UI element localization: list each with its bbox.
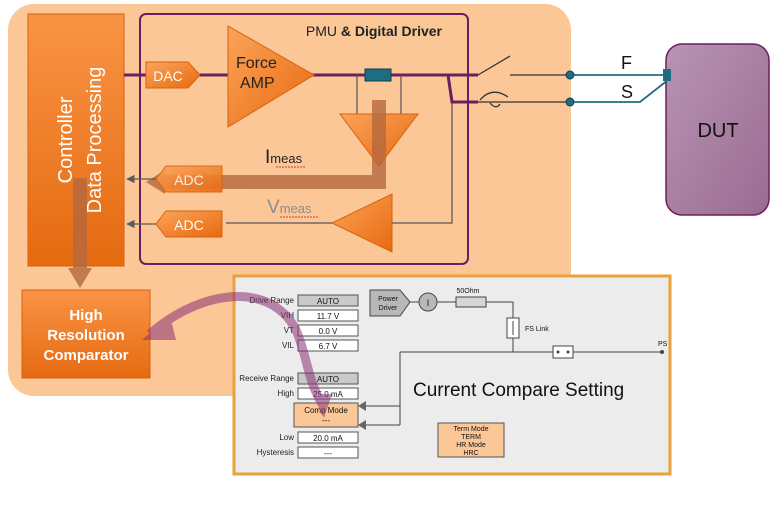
low-label: Low [279, 433, 294, 442]
adc-current-block: ADC [155, 165, 223, 193]
sense-label: S [621, 82, 633, 102]
force-amp-line1: Force [236, 55, 277, 72]
dut-block: DUT [663, 43, 770, 216]
panel-schematic: Power Driver I 50Ohm FS Link PS Current … [358, 288, 668, 458]
hr-mode-line1: HR Mode [456, 442, 486, 449]
term-mode-line2: TERM [461, 434, 481, 441]
power-driver-line2: Driver [379, 305, 398, 312]
hrc-line2: Resolution [47, 327, 125, 344]
drive-range-value: AUTO [317, 297, 339, 306]
dut-label: DUT [697, 120, 738, 142]
dac-block: DAC [145, 61, 201, 89]
adc-voltage-label: ADC [174, 217, 204, 233]
term-mode-line1: Term Mode [453, 426, 488, 433]
ps-terminal [660, 350, 664, 354]
power-driver-line1: Power [378, 296, 399, 303]
vil-label: VIL [282, 341, 295, 350]
high-label: High [278, 389, 294, 398]
receive-range-value: AUTO [317, 375, 339, 384]
hr-mode-line2: HRC [463, 450, 478, 457]
receive-range-label: Receive Range [239, 374, 294, 383]
hrc-to-comp-mode-arrow [142, 292, 332, 418]
controller-label: Controller [55, 96, 77, 183]
receive-range-field[interactable] [297, 372, 359, 385]
force-amp: Force AMP [227, 25, 315, 128]
vih-field[interactable] [297, 309, 359, 322]
force-label: F [621, 53, 632, 73]
ps-label: PS [658, 341, 668, 348]
data-processing-label: Data Processing [84, 67, 106, 214]
vmeas-sense-line [392, 102, 453, 224]
vmeas-label: Vmeas [267, 197, 312, 218]
term-mode-box[interactable] [437, 422, 505, 458]
low-field[interactable] [297, 431, 359, 444]
sense-path [446, 74, 570, 108]
adc-voltage-block: ADC [155, 210, 223, 238]
adc-current-label: ADC [174, 172, 204, 188]
pmu-frame [139, 13, 469, 265]
hysteresis-label: Hysteresis [257, 448, 294, 457]
vil-value: 6.7 V [319, 342, 338, 351]
comp-mode-value: --- [322, 416, 330, 425]
power-driver-shape [369, 289, 411, 317]
hysteresis-field[interactable] [297, 446, 359, 459]
panel-title: Current Compare Setting [413, 380, 624, 401]
sense-wire [574, 79, 669, 103]
ps-switch[interactable] [552, 345, 574, 359]
force-terminal [565, 70, 575, 80]
current-source-symbol: I [427, 298, 430, 308]
dac-label: DAC [153, 68, 183, 84]
vih-value: 11.7 V [317, 312, 340, 321]
imeas-label: Imeas [265, 147, 303, 168]
force-switch [477, 55, 570, 76]
resistor-50ohm [455, 296, 487, 308]
controller-to-hrc-arrow [68, 178, 92, 288]
hrc-block: High Resolution Comparator [21, 289, 151, 379]
hrc-line1: High [69, 307, 102, 324]
resistor-label: 50Ohm [457, 288, 480, 295]
hysteresis-value: --- [324, 449, 332, 458]
vt-label: VT [284, 326, 294, 335]
drive-range-field[interactable] [297, 294, 359, 307]
pmu-title: PMU & Digital Driver [306, 23, 443, 39]
hrc-line3: Comparator [43, 347, 128, 364]
low-value: 20.0 mA [313, 434, 343, 443]
fs-link-label: FS Link [525, 326, 549, 333]
sense-terminal [565, 97, 575, 107]
vt-value: 0.0 V [319, 327, 338, 336]
sense-resistor [364, 68, 392, 82]
force-amp-line2: AMP [240, 75, 275, 92]
